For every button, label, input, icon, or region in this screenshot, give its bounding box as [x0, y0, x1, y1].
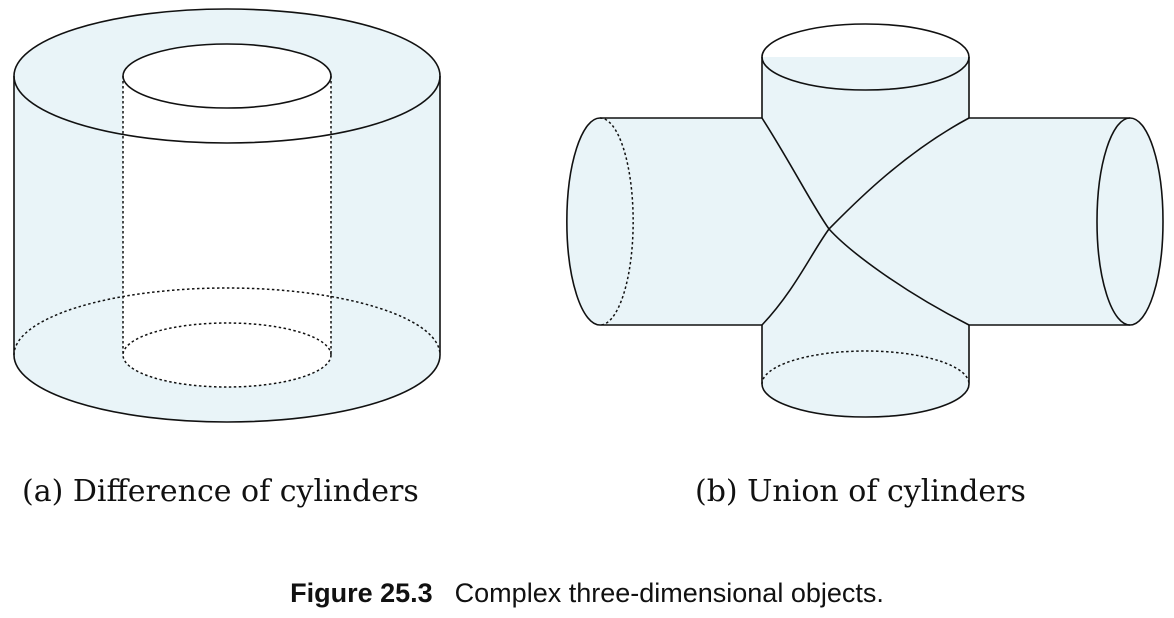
inner-hole-bottom-rim [122, 322, 332, 388]
horizontal-cylinder-left-front-edge [566, 117, 601, 326]
union-of-cylinders-diagram [566, 23, 1164, 418]
outer-cylinder-bottom-back-edge [13, 287, 441, 356]
subfigure-b-caption: (b) Union of cylinders [695, 474, 1026, 509]
inner-hole-body [123, 76, 331, 355]
inner-hole-bottom [123, 323, 331, 387]
figure-label: Figure 25.3 [290, 578, 433, 608]
outer-cylinder-top-rim [13, 8, 441, 144]
union-body-fill [566, 57, 1164, 418]
subfigure-a-caption: (a) Difference of cylinders [22, 474, 419, 509]
figure-caption: Figure 25.3 Complex three-dimensional obj… [0, 578, 1174, 609]
vertical-cylinder-bottom-front-edge [761, 383, 970, 418]
figure-caption-text: Complex three-dimensional objects. [454, 578, 884, 608]
figure-illustration [13, 8, 1164, 423]
difference-of-cylinders-diagram [13, 8, 441, 423]
inner-hole-top-face [123, 44, 331, 108]
intersection-curve-b [761, 227, 970, 326]
outer-cylinder-bottom-front-edge [13, 354, 441, 423]
